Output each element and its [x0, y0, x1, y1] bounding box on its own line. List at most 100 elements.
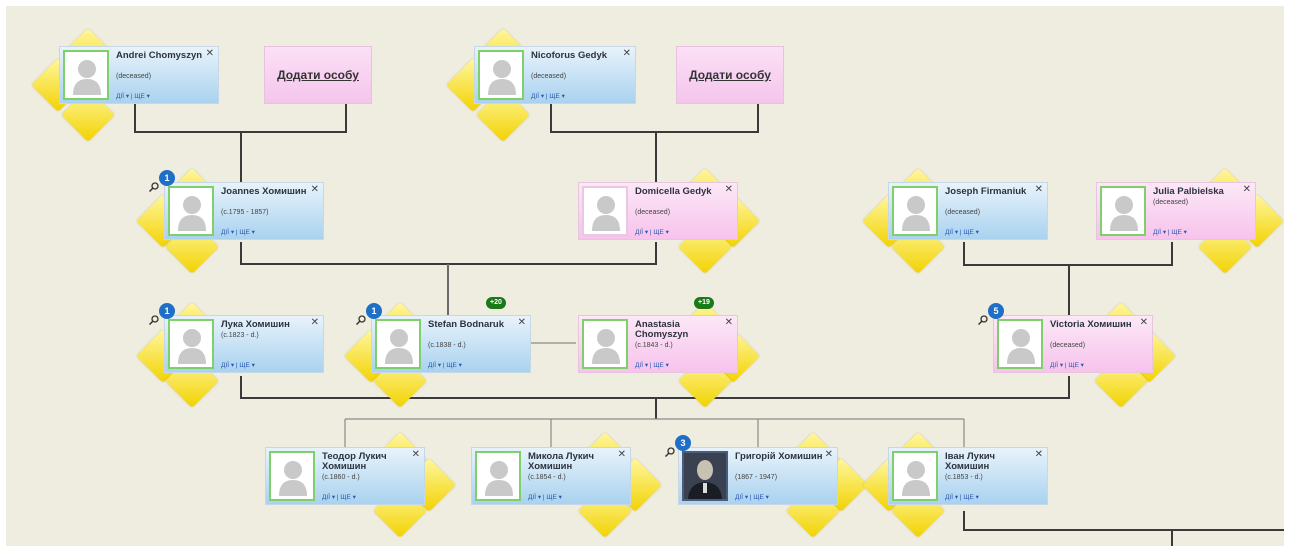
close-icon[interactable]: ✕ [724, 317, 733, 328]
person-actions-link[interactable]: ДІЇ ▾ | ЩЕ ▾ [221, 362, 255, 369]
person-card-mykola[interactable]: Микола Лукич Хомишин (c.1854 - d.) ДІЇ ▾… [471, 447, 631, 505]
person-name[interactable]: Domicella Gedyk [635, 186, 712, 197]
person-name[interactable]: Julia Palbielska [1153, 186, 1224, 197]
person-actions-link[interactable]: ДІЇ ▾ | ЩЕ ▾ [1050, 362, 1084, 369]
person-silhouette-icon [385, 329, 413, 364]
family-tree-canvas[interactable]: Andrei Chomyszyn (deceased) ДІЇ ▾ | ЩЕ ▾… [6, 6, 1284, 546]
search-icon[interactable] [665, 447, 675, 457]
person-card-anastasia[interactable]: Anastasia Chomyszyn (c.1843 - d.) ДІЇ ▾ … [578, 315, 738, 373]
person-dates: (deceased) [531, 73, 567, 80]
person-name[interactable]: Joseph Firmaniuk [945, 186, 1027, 197]
avatar [269, 451, 315, 501]
close-icon[interactable]: ✕ [1034, 449, 1043, 460]
close-icon[interactable]: ✕ [724, 184, 733, 195]
add-person-button[interactable]: Додати особу [264, 46, 372, 104]
search-icon[interactable] [356, 315, 366, 325]
more-relatives-badge[interactable]: +19 [694, 297, 714, 309]
close-icon[interactable]: ✕ [310, 184, 319, 195]
person-name[interactable]: Теодор Лукич Хомишин [322, 451, 387, 472]
search-icon[interactable] [149, 315, 159, 325]
person-actions-link[interactable]: ДІЇ ▾ | ЩЕ ▾ [221, 229, 255, 236]
person-dates: (c.1854 - d.) [528, 474, 566, 481]
avatar [168, 319, 214, 369]
person-actions-link[interactable]: ДІЇ ▾ | ЩЕ ▾ [528, 494, 562, 501]
person-card-victoria[interactable]: Victoria Хомишин (deceased) ДІЇ ▾ | ЩЕ ▾… [993, 315, 1153, 373]
person-actions-link[interactable]: ДІЇ ▾ | ЩЕ ▾ [1153, 229, 1187, 236]
person-name[interactable]: Лука Хомишин [221, 319, 290, 330]
person-actions-link[interactable]: ДІЇ ▾ | ЩЕ ▾ [945, 494, 979, 501]
close-icon[interactable]: ✕ [310, 317, 319, 328]
person-card-stefan[interactable]: Stefan Bodnaruk (c.1838 - d.) ДІЇ ▾ | ЩЕ… [371, 315, 531, 373]
person-card-joannes[interactable]: Joannes Хомишин (c.1795 - 1857) ДІЇ ▾ | … [164, 182, 324, 240]
avatar [582, 319, 628, 369]
avatar [997, 319, 1043, 369]
avatar [582, 186, 628, 236]
person-actions-link[interactable]: ДІЇ ▾ | ЩЕ ▾ [945, 229, 979, 236]
person-dates: (c.1795 - 1857) [221, 209, 269, 216]
close-icon[interactable]: ✕ [622, 48, 631, 59]
person-name[interactable]: Nicoforus Gedyk [531, 50, 608, 61]
person-silhouette-icon [902, 461, 930, 496]
add-person-button[interactable]: Додати особу [676, 46, 784, 104]
close-icon[interactable]: ✕ [205, 48, 214, 59]
close-icon[interactable]: ✕ [411, 449, 420, 460]
more-relatives-badge[interactable]: +20 [486, 297, 506, 309]
person-silhouette-icon [488, 60, 516, 95]
avatar [168, 186, 214, 236]
person-card-ivan[interactable]: Іван Лукич Хомишин (c.1853 - d.) ДІЇ ▾ |… [888, 447, 1048, 505]
person-card-luka[interactable]: Лука Хомишин (c.1823 - d.) ДІЇ ▾ | ЩЕ ▾ … [164, 315, 324, 373]
person-actions-link[interactable]: ДІЇ ▾ | ЩЕ ▾ [531, 93, 565, 100]
portrait-photo [684, 453, 726, 499]
person-name[interactable]: Victoria Хомишин [1050, 319, 1132, 330]
records-count-badge[interactable]: 1 [366, 303, 382, 319]
records-count-badge[interactable]: 3 [675, 435, 691, 451]
person-dates: (c.1838 - d.) [428, 342, 466, 349]
person-silhouette-icon [279, 461, 307, 496]
search-icon[interactable] [978, 315, 988, 325]
avatar [475, 451, 521, 501]
close-icon[interactable]: ✕ [617, 449, 626, 460]
person-dates: (deceased) [945, 209, 981, 216]
person-card-andrei[interactable]: Andrei Chomyszyn (deceased) ДІЇ ▾ | ЩЕ ▾… [59, 46, 219, 104]
person-card-teodor[interactable]: Теодор Лукич Хомишин (c.1860 - d.) ДІЇ ▾… [265, 447, 425, 505]
person-actions-link[interactable]: ДІЇ ▾ | ЩЕ ▾ [322, 494, 356, 501]
person-silhouette-icon [592, 329, 620, 364]
person-card-joseph[interactable]: Joseph Firmaniuk (deceased) ДІЇ ▾ | ЩЕ ▾… [888, 182, 1048, 240]
add-person-label[interactable]: Додати особу [277, 68, 359, 82]
add-person-label[interactable]: Додати особу [689, 68, 771, 82]
person-actions-link[interactable]: ДІЇ ▾ | ЩЕ ▾ [635, 362, 669, 369]
close-icon[interactable]: ✕ [1139, 317, 1148, 328]
close-icon[interactable]: ✕ [517, 317, 526, 328]
person-name[interactable]: Микола Лукич Хомишин [528, 451, 594, 472]
person-dates: (c.1823 - d.) [221, 332, 259, 339]
records-count-badge[interactable]: 1 [159, 170, 175, 186]
person-silhouette-icon [73, 60, 101, 95]
person-dates: (c.1843 - d.) [635, 342, 673, 349]
person-name[interactable]: Іван Лукич Хомишин [945, 451, 996, 472]
person-card-hryhoriy[interactable]: Григорій Хомишин (1867 - 1947) ДІЇ ▾ | Щ… [678, 447, 838, 505]
search-icon[interactable] [149, 182, 159, 192]
records-count-badge[interactable]: 1 [159, 303, 175, 319]
close-icon[interactable]: ✕ [1034, 184, 1043, 195]
person-card-julia[interactable]: Julia Palbielska (deceased) ДІЇ ▾ | ЩЕ ▾… [1096, 182, 1256, 240]
person-actions-link[interactable]: ДІЇ ▾ | ЩЕ ▾ [635, 229, 669, 236]
person-dates: (deceased) [1050, 342, 1086, 349]
person-name[interactable]: Григорій Хомишин [735, 451, 823, 462]
person-dates: (1867 - 1947) [735, 474, 778, 481]
avatar [63, 50, 109, 100]
person-name[interactable]: Anastasia Chomyszyn [635, 319, 689, 340]
person-actions-link[interactable]: ДІЇ ▾ | ЩЕ ▾ [116, 93, 150, 100]
person-name[interactable]: Joannes Хомишин [221, 186, 307, 197]
person-silhouette-icon [592, 196, 620, 231]
person-card-domicella[interactable]: Domicella Gedyk (deceased) ДІЇ ▾ | ЩЕ ▾ … [578, 182, 738, 240]
person-dates: (c.1853 - d.) [945, 474, 983, 481]
person-name[interactable]: Stefan Bodnaruk [428, 319, 505, 330]
person-actions-link[interactable]: ДІЇ ▾ | ЩЕ ▾ [428, 362, 462, 369]
close-icon[interactable]: ✕ [824, 449, 833, 460]
person-card-nicoforus[interactable]: Nicoforus Gedyk (deceased) ДІЇ ▾ | ЩЕ ▾ … [474, 46, 636, 104]
avatar [892, 186, 938, 236]
person-name[interactable]: Andrei Chomyszyn [116, 50, 203, 61]
close-icon[interactable]: ✕ [1242, 184, 1251, 195]
records-count-badge[interactable]: 5 [988, 303, 1004, 319]
person-actions-link[interactable]: ДІЇ ▾ | ЩЕ ▾ [735, 494, 769, 501]
